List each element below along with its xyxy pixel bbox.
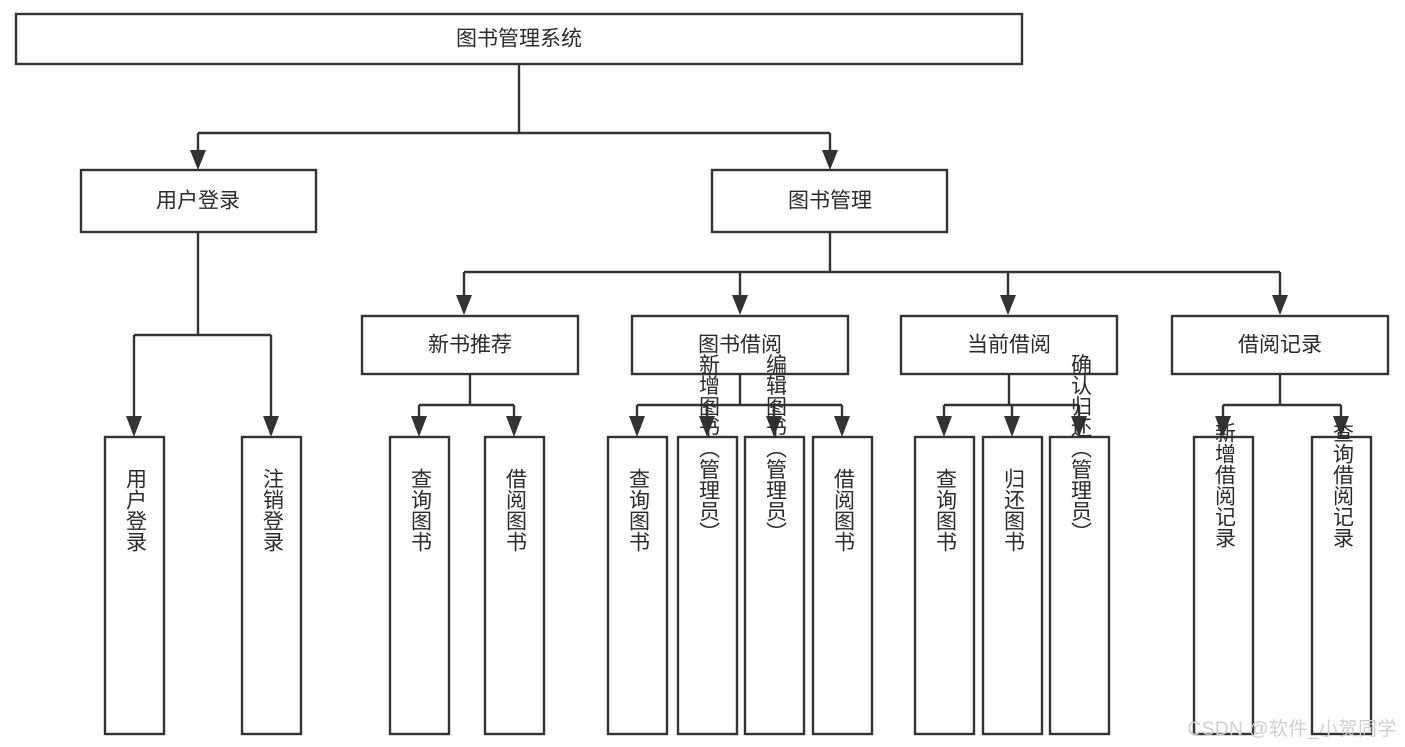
- node-leaf-user-login[interactable]: 用户登录: [103, 435, 166, 736]
- node-book-borrow[interactable]: 图书借阅: [630, 314, 850, 376]
- node-new-book-rec-box[interactable]: [360, 314, 580, 376]
- node-leaf-add-book[interactable]: 新增图书（管理员）: [676, 354, 739, 736]
- node-leaf-query-record[interactable]: 查询借阅记录: [1310, 422, 1373, 736]
- node-book-borrow-label: 图书借阅: [698, 334, 782, 357]
- arrow-to-leaf-confirm-return: [1071, 416, 1087, 437]
- node-current-borrow[interactable]: 当前借阅: [899, 314, 1119, 376]
- node-leaf-borrow-book-2-box[interactable]: [811, 435, 874, 736]
- node-borrow-record[interactable]: 借阅记录: [1170, 314, 1390, 376]
- arrow-to-leaf-logout: [263, 416, 279, 437]
- node-leaf-return-book-label: 归还图书: [1002, 468, 1026, 552]
- node-leaf-query-record-box[interactable]: [1310, 435, 1373, 736]
- node-leaf-query-book-2-label: 查询图书: [627, 468, 651, 552]
- node-leaf-logout-label: 注销登录: [261, 468, 285, 552]
- node-root-box[interactable]: [14, 12, 1024, 66]
- node-leaf-borrow-book-2-label: 借阅图书: [832, 468, 856, 552]
- arrow-to-borrow-record: [1272, 295, 1288, 315]
- connector-layer: [126, 64, 1349, 437]
- node-leaf-query-book-3-label: 查询图书: [934, 468, 958, 552]
- node-leaf-query-book-1[interactable]: 查询图书: [388, 435, 451, 736]
- node-leaf-query-book-2[interactable]: 查询图书: [606, 435, 669, 736]
- node-borrow-record-box[interactable]: [1170, 314, 1390, 376]
- node-leaf-confirm-return[interactable]: 确认归还（管理员）: [1048, 354, 1111, 736]
- node-book-manage[interactable]: 图书管理: [710, 168, 949, 234]
- node-current-borrow-label: 当前借阅: [967, 334, 1051, 357]
- node-root[interactable]: 图书管理系统: [14, 12, 1024, 66]
- arrow-to-book-borrow: [732, 295, 748, 315]
- node-leaf-query-book-3[interactable]: 查询图书: [913, 435, 976, 736]
- node-current-borrow-box[interactable]: [899, 314, 1119, 376]
- node-leaf-borrow-book-2[interactable]: 借阅图书: [811, 435, 874, 736]
- node-user-login-box[interactable]: [79, 168, 318, 234]
- node-leaf-confirm-return-label: 确认归还（管理员）: [1069, 354, 1093, 543]
- node-leaf-query-book-3-box[interactable]: [913, 435, 976, 736]
- node-leaf-query-record-label: 查询借阅记录: [1331, 422, 1355, 548]
- node-leaf-add-record[interactable]: 新增借阅记录: [1192, 422, 1255, 736]
- arrow-to-leaf-borrow-book-1: [506, 416, 522, 437]
- node-leaf-user-login-box[interactable]: [103, 435, 166, 736]
- node-book-manage-label: 图书管理: [788, 190, 872, 213]
- node-root-label: 图书管理系统: [456, 28, 582, 51]
- node-book-borrow-box[interactable]: [630, 314, 850, 376]
- watermark-text: CSDN @软件_小贺同学: [1187, 719, 1397, 740]
- arrow-root-to-book-manage: [822, 150, 838, 170]
- node-borrow-record-label: 借阅记录: [1238, 334, 1322, 357]
- node-leaf-query-book-1-label: 查询图书: [409, 468, 433, 552]
- arrow-to-leaf-query-book-3: [936, 416, 952, 437]
- arrow-root-to-user-login: [190, 150, 206, 170]
- node-leaf-add-book-label: 新增图书（管理员）: [697, 354, 721, 543]
- node-new-book-rec-label: 新书推荐: [428, 334, 512, 357]
- node-leaf-logout-box[interactable]: [240, 435, 303, 736]
- node-leaf-borrow-book-1[interactable]: 借阅图书: [483, 435, 546, 736]
- arrow-to-leaf-query-book-1: [411, 416, 427, 437]
- node-leaf-add-record-box[interactable]: [1192, 435, 1255, 736]
- node-leaf-query-book-2-box[interactable]: [606, 435, 669, 736]
- node-user-login[interactable]: 用户登录: [79, 168, 318, 234]
- arrow-to-current-borrow: [1000, 295, 1016, 315]
- node-leaf-edit-book-label: 编辑图书（管理员）: [764, 354, 788, 543]
- arrow-to-leaf-query-record: [1333, 416, 1349, 437]
- node-leaf-add-book-box[interactable]: [676, 435, 739, 736]
- arrow-to-leaf-add-record: [1215, 416, 1231, 437]
- arrow-to-leaf-query-book-2: [629, 416, 645, 437]
- node-new-book-rec[interactable]: 新书推荐: [360, 314, 580, 376]
- node-leaf-query-book-1-box[interactable]: [388, 435, 451, 736]
- node-leaf-borrow-book-1-label: 借阅图书: [504, 468, 528, 552]
- arrow-to-new-book-rec: [456, 295, 472, 315]
- arrow-to-leaf-edit-book: [766, 416, 782, 437]
- arrow-to-leaf-borrow-book-2: [834, 416, 850, 437]
- node-leaf-return-book[interactable]: 归还图书: [981, 435, 1044, 736]
- node-book-manage-box[interactable]: [710, 168, 949, 234]
- node-leaf-logout[interactable]: 注销登录: [240, 435, 303, 736]
- arrow-to-leaf-user-login: [126, 416, 142, 437]
- arrow-to-leaf-add-book: [699, 416, 715, 437]
- node-user-login-label: 用户登录: [156, 190, 240, 213]
- node-leaf-confirm-return-box[interactable]: [1048, 435, 1111, 736]
- arrow-to-leaf-return-book: [1004, 416, 1020, 437]
- node-leaf-edit-book[interactable]: 编辑图书（管理员）: [743, 354, 806, 736]
- node-leaf-add-record-label: 新增借阅记录: [1213, 422, 1237, 548]
- node-leaf-edit-book-box[interactable]: [743, 435, 806, 736]
- node-leaf-user-login-label: 用户登录: [124, 468, 148, 552]
- node-leaf-return-book-box[interactable]: [981, 435, 1044, 736]
- node-leaf-borrow-book-1-box[interactable]: [483, 435, 546, 736]
